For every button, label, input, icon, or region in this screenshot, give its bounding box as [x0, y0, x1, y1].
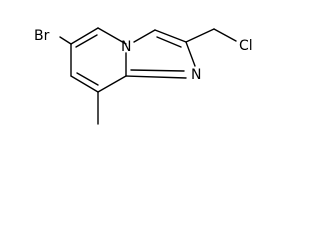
bond-c2-n1 — [185, 41, 196, 67]
bond-c7-c8 — [70, 75, 99, 93]
bond-c6-br — [59, 36, 72, 45]
bond-c5-c6 — [70, 27, 99, 45]
bond-c5-c6-inner — [75, 34, 98, 48]
imidazole-nitrogen-label: N — [191, 67, 201, 83]
bromine-label: Br — [34, 28, 50, 44]
bond-c5-n4 — [97, 27, 127, 45]
bond-ch2-cl — [213, 28, 237, 42]
bond-c3-c2 — [154, 29, 187, 43]
bond-c3-c2-inner — [156, 36, 182, 48]
bond-c7-c8-inner — [76, 72, 99, 86]
bond-c8-c8a — [97, 75, 127, 93]
bond-n1-c8a — [125, 75, 187, 79]
bond-c2-ch2 — [185, 28, 215, 43]
bridgehead-nitrogen-label: N — [121, 39, 131, 55]
bond-n1-c8a-inner — [130, 69, 185, 72]
chlorine-label: Cl — [239, 38, 253, 54]
chemical-structure: Br N N Cl — [34, 27, 253, 125]
bond-n4-c3 — [133, 29, 156, 43]
